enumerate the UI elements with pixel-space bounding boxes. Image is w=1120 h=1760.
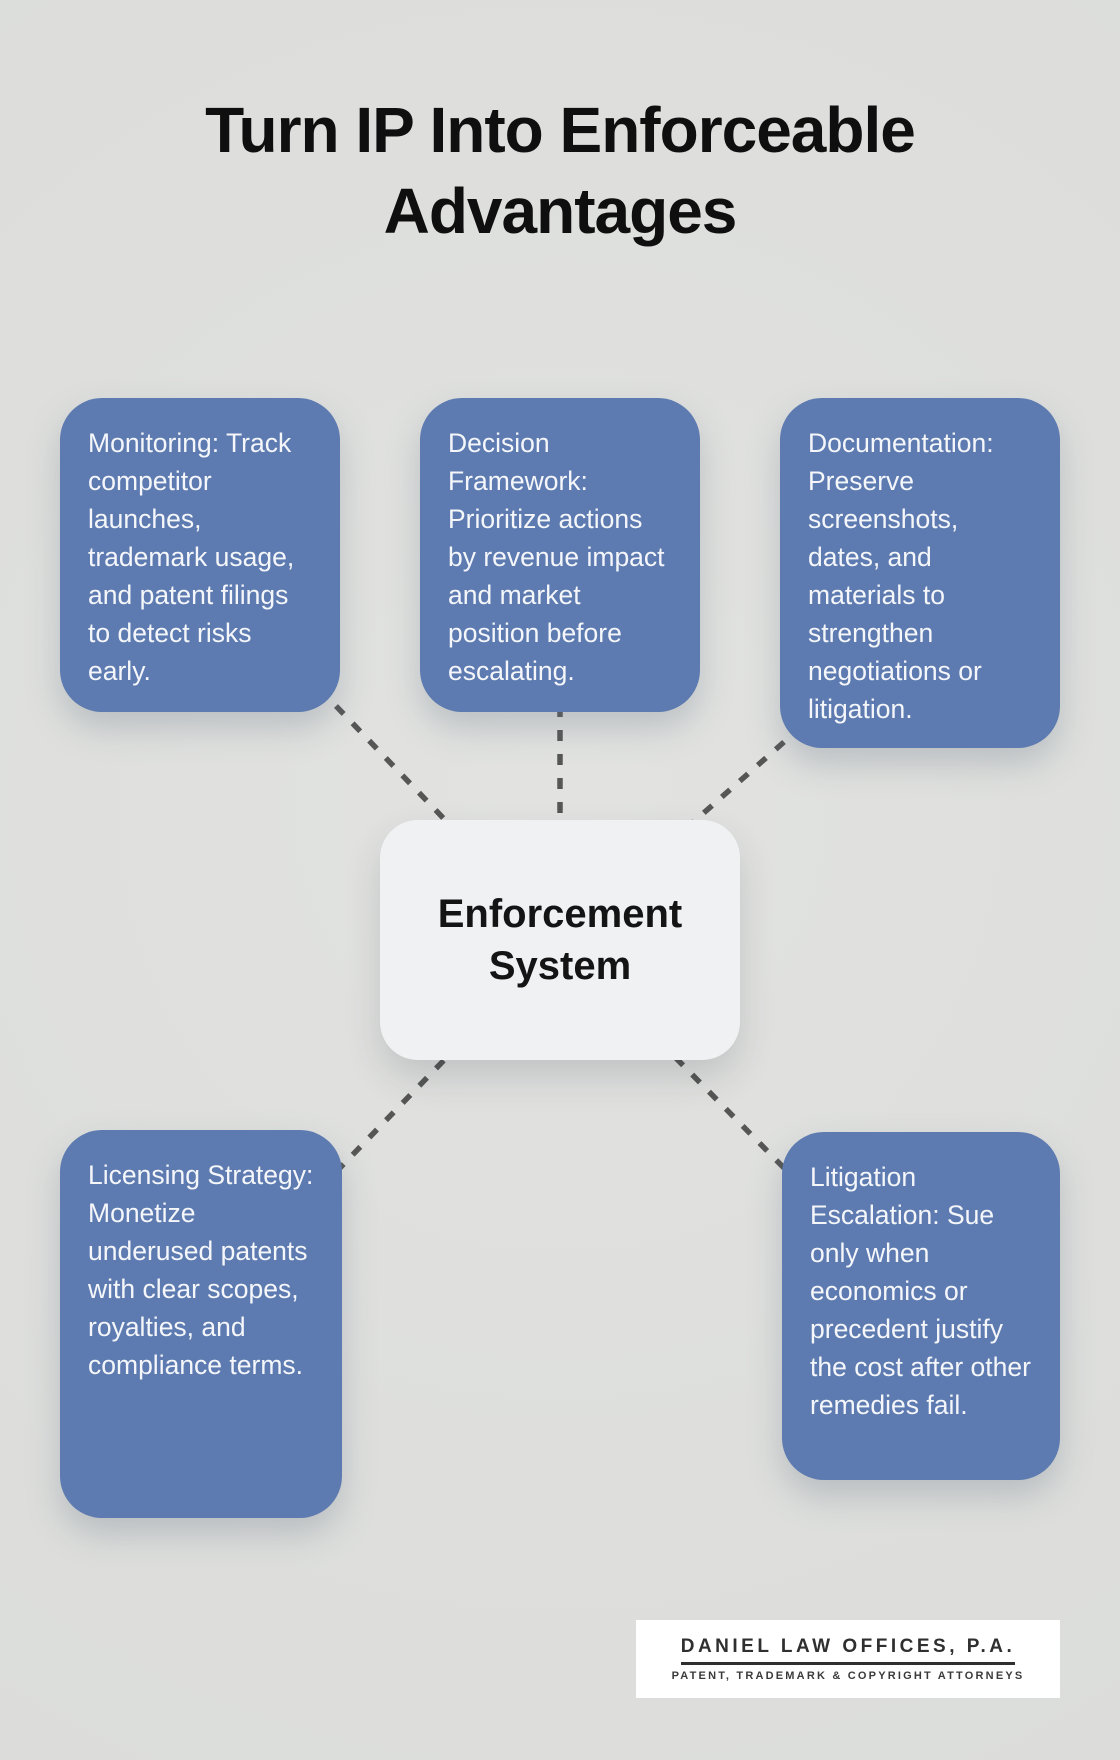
center-node-label: Enforcement System [437, 892, 683, 988]
node-documentation-text: Documentation: Preserve screenshots, dat… [808, 428, 994, 724]
firm-tagline: PATENT, TRADEMARK & COPYRIGHT ATTORNEYS [671, 1670, 1025, 1682]
firm-name: DANIEL LAW OFFICES, P.A. [680, 1636, 1016, 1665]
center-node-enforcement-system: Enforcement System [380, 820, 740, 1060]
node-documentation: Documentation: Preserve screenshots, dat… [780, 398, 1060, 748]
node-litigation-escalation: Litigation Escalation: Sue only when eco… [782, 1132, 1060, 1480]
node-decision-framework: Decision Framework: Prioritize actions b… [420, 398, 700, 712]
node-monitoring-text: Monitoring: Track competitor launches, t… [88, 428, 295, 686]
node-decision-framework-text: Decision Framework: Prioritize actions b… [448, 428, 665, 686]
infographic-title: Turn IP Into Enforceable Advantages [205, 94, 916, 247]
node-licensing-strategy: Licensing Strategy: Monetize underused p… [60, 1130, 342, 1518]
firm-logo: DANIEL LAW OFFICES, P.A. PATENT, TRADEMA… [636, 1620, 1060, 1698]
node-licensing-strategy-text: Licensing Strategy: Monetize underused p… [88, 1160, 314, 1380]
node-monitoring: Monitoring: Track competitor launches, t… [60, 398, 340, 712]
node-litigation-escalation-text: Litigation Escalation: Sue only when eco… [810, 1162, 1031, 1420]
